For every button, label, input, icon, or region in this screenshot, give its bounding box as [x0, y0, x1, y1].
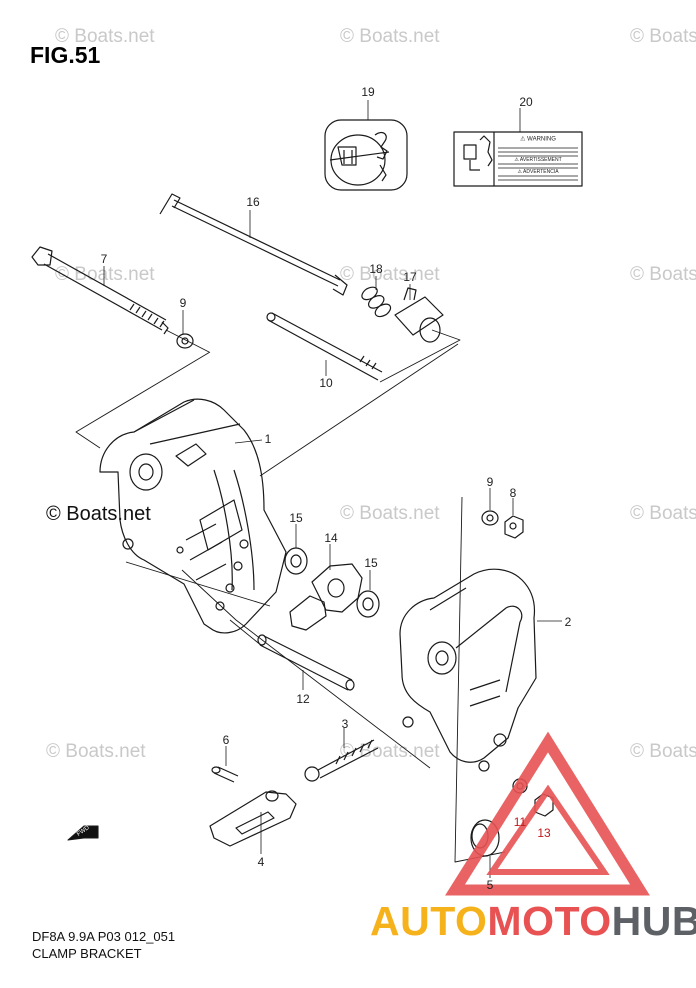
callout-11: 11 — [513, 815, 527, 829]
watermark: © Boats.net — [630, 264, 696, 285]
figure-title: FIG.51 — [30, 42, 101, 68]
callout-9: 9 — [179, 296, 187, 310]
warning-label-text: ⚠ AVERTISSEMENT — [514, 157, 562, 163]
watermark: © Boats.net — [55, 26, 155, 47]
part-10-shaft — [266, 312, 383, 381]
logo-part-hub: HUB — [611, 898, 696, 944]
part-15-bushing — [284, 547, 308, 575]
watermark: © Boats.net — [630, 741, 696, 762]
part-20-warning-label — [453, 131, 583, 187]
callout-20: 20 — [519, 95, 533, 109]
diagram-caption: CLAMP BRACKET — [32, 946, 142, 961]
part-18-spring — [361, 286, 392, 318]
callout-4: 4 — [257, 855, 265, 869]
watermark: © Boats.net — [55, 264, 155, 285]
brand-logo-triangle-inner — [486, 784, 610, 875]
watermark: © Boats.net — [340, 26, 440, 47]
callout-14: 14 — [324, 531, 338, 545]
part-7-bolt — [31, 246, 169, 335]
watermark: © Boats.net — [340, 503, 440, 524]
callout-6: 6 — [222, 733, 230, 747]
watermark: © Boats.net — [630, 26, 696, 47]
part-16-rod — [159, 193, 348, 296]
part-9-washer — [176, 333, 194, 349]
watermark: © Boats.net — [630, 503, 696, 524]
logo-part-moto: MOTO — [487, 898, 612, 944]
diagram-code: DF8A 9.9A P03 012_051 — [32, 929, 176, 944]
part-14-lock-plate — [289, 563, 363, 631]
callout-5: 5 — [486, 878, 494, 892]
callout-13: 13 — [537, 826, 551, 840]
callout-15: 15 — [364, 556, 378, 570]
callout-7: 7 — [100, 252, 108, 266]
warning-label-text: ⚠ ADVERTENCIA — [517, 169, 559, 175]
fwd-arrow — [67, 825, 99, 841]
watermark: © Boats.net — [46, 503, 151, 525]
warning-label-text: ⚠ WARNING — [520, 136, 556, 143]
part-9-washer — [481, 510, 499, 526]
part-2-clamp-bracket — [399, 568, 537, 772]
part-1-clamp-bracket — [99, 398, 287, 634]
callout-9: 9 — [486, 475, 494, 489]
callout-10: 10 — [319, 376, 333, 390]
callout-15: 15 — [289, 511, 303, 525]
callout-12: 12 — [296, 692, 310, 706]
logo-part-auto: AUTO — [370, 898, 488, 944]
part-15-bushing — [356, 590, 380, 618]
callout-8: 8 — [509, 486, 517, 500]
callout-2: 2 — [564, 615, 572, 629]
part-12-shaft — [257, 634, 355, 691]
callout-1: 1 — [264, 432, 272, 446]
part-19-decal — [324, 119, 408, 191]
callout-19: 19 — [361, 85, 375, 99]
part-17-knob — [394, 287, 444, 343]
brand-logo: AUTOMOTOHUB — [370, 898, 696, 945]
part-4-lever — [209, 790, 297, 847]
callout-18: 18 — [369, 262, 383, 276]
callout-16: 16 — [246, 195, 260, 209]
brand-logo-triangle — [445, 731, 650, 896]
watermark: © Boats.net — [46, 741, 146, 762]
part-8-nut — [504, 515, 524, 539]
part-3-spring — [304, 739, 379, 782]
callout-3: 3 — [341, 717, 349, 731]
part-6-pin — [211, 766, 239, 783]
callout-17: 17 — [403, 270, 417, 284]
watermark: © Boats.net — [340, 264, 440, 285]
